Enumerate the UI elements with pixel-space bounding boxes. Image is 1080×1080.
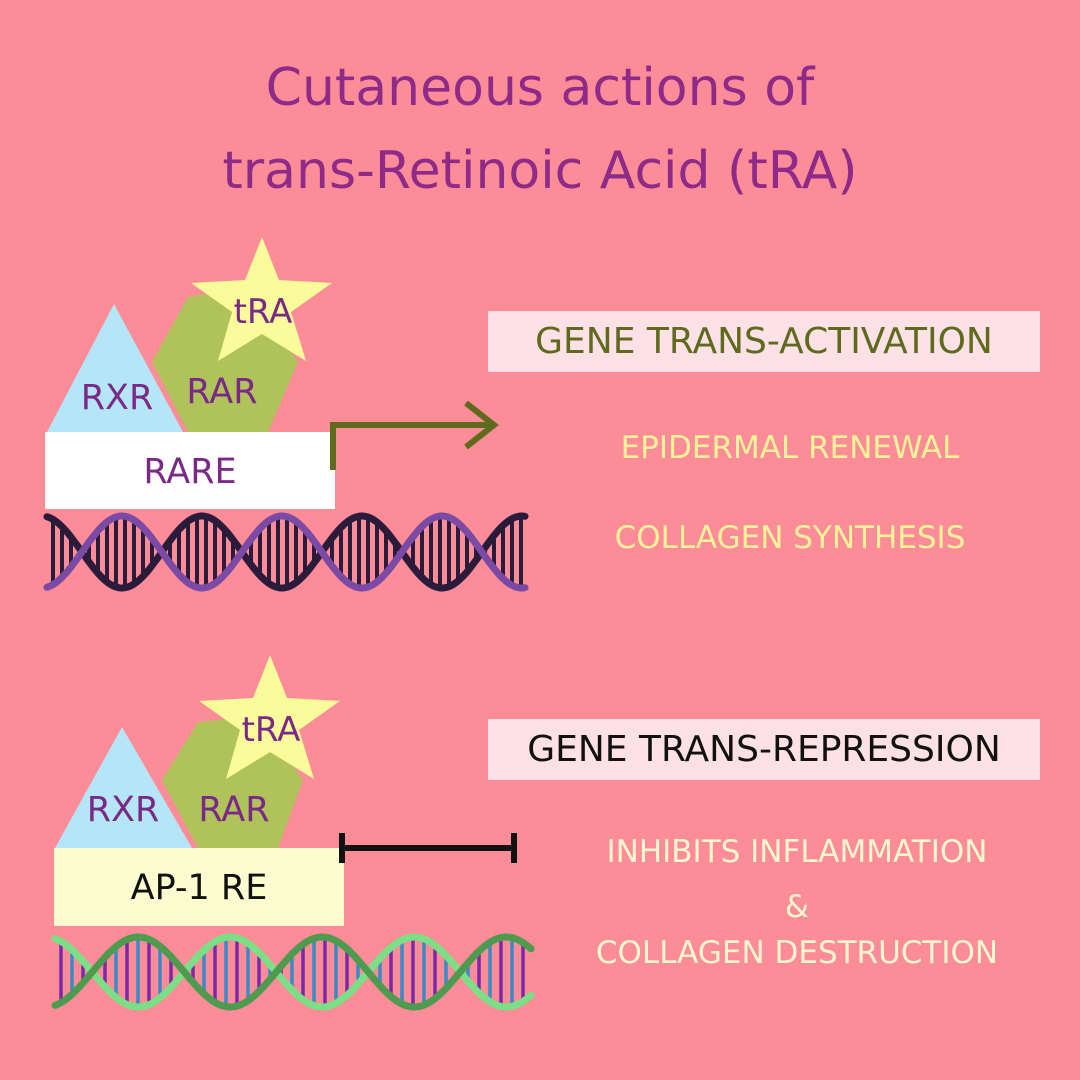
effect-collagen-synthesis: COLLAGEN SYNTHESIS xyxy=(614,520,966,556)
rare-label: RARE xyxy=(143,452,237,492)
rar-label-activation: RAR xyxy=(186,372,258,412)
rar-label-repression: RAR xyxy=(198,790,270,830)
title-line-2: trans-Retinoic Acid (tRA) xyxy=(222,141,858,201)
ap1-re-box xyxy=(54,848,344,926)
gene-trans-repression-label: GENE TRANS-REPRESSION xyxy=(527,729,1001,770)
repression-complex xyxy=(54,655,517,926)
rxr-label-activation: RXR xyxy=(80,378,154,418)
gene-trans-repression-header: GENE TRANS-REPRESSION xyxy=(488,719,1040,780)
tra-star xyxy=(199,655,340,779)
inhibition-bar-icon xyxy=(339,833,517,863)
rxr-triangle xyxy=(47,304,183,432)
dna-helix-icon-activation xyxy=(43,512,529,592)
ap1-re-label: AP-1 RE xyxy=(130,868,268,908)
dna-helix-icon-repression xyxy=(51,933,535,1011)
dna-strand-back xyxy=(43,512,529,592)
gene-trans-activation-header: GENE TRANS-ACTIVATION xyxy=(488,311,1040,372)
dna-strand-back xyxy=(51,933,535,1011)
tra-star xyxy=(191,237,332,361)
effect-ampersand: & xyxy=(784,889,810,925)
tra-label-activation: tRA xyxy=(233,292,293,332)
tra-label-repression: tRA xyxy=(241,710,301,750)
title-line-1: Cutaneous actions of xyxy=(265,58,815,118)
activation-complex xyxy=(45,237,499,509)
activation-arrow-icon xyxy=(330,400,499,470)
rxr-label-repression: RXR xyxy=(86,790,160,830)
effect-inhibits-inflammation: INHIBITS INFLAMMATION xyxy=(606,834,988,870)
effect-epidermal-renewal: EPIDERMAL RENEWAL xyxy=(620,430,960,466)
gene-trans-activation-label: GENE TRANS-ACTIVATION xyxy=(535,321,993,362)
dna-strand-front xyxy=(51,933,535,1011)
effect-collagen-destruction: COLLAGEN DESTRUCTION xyxy=(595,935,999,971)
dna-strand-front xyxy=(43,512,529,592)
rare-box xyxy=(45,432,335,509)
rxr-triangle xyxy=(55,727,192,848)
